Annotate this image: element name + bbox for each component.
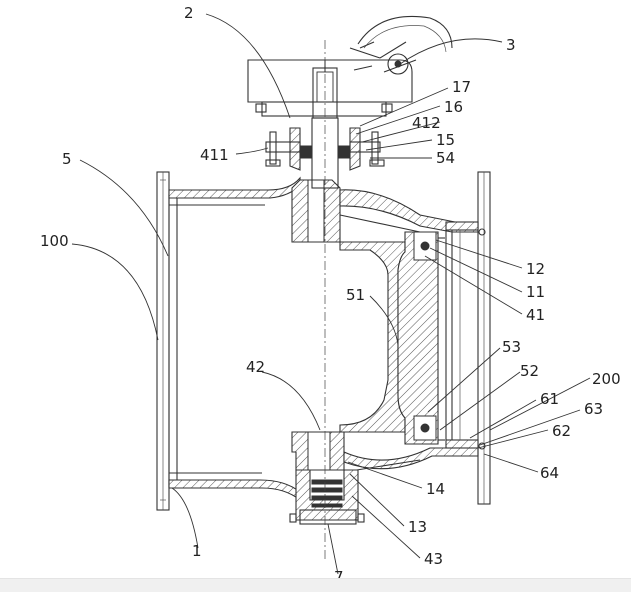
label-2: 2 xyxy=(184,4,194,22)
label-1: 1 xyxy=(192,542,202,560)
label-13: 13 xyxy=(408,518,427,536)
label-412: 412 xyxy=(412,114,441,132)
label-7: 7 xyxy=(334,568,344,586)
label-41: 41 xyxy=(526,306,545,324)
label-17: 17 xyxy=(452,78,471,96)
gearbox-top xyxy=(247,59,413,117)
label-5: 5 xyxy=(62,150,72,168)
handwheel-indicator xyxy=(349,15,453,75)
seat-assembly xyxy=(413,231,445,441)
lower-bearing-springs xyxy=(311,479,343,508)
right-flange xyxy=(445,171,491,505)
label-411: 411 xyxy=(200,146,229,164)
left-flange xyxy=(156,171,178,511)
inlet-pipe-upper-wall xyxy=(168,176,301,206)
valve-body xyxy=(289,179,479,525)
label-16: 16 xyxy=(444,98,463,116)
label-42: 42 xyxy=(246,358,265,376)
label-52: 52 xyxy=(520,362,539,380)
label-11: 11 xyxy=(526,283,545,301)
label-200: 200 xyxy=(592,370,621,388)
label-54: 54 xyxy=(436,149,455,167)
valve-plug xyxy=(339,231,439,445)
label-12: 12 xyxy=(526,260,545,278)
label-53: 53 xyxy=(502,338,521,356)
bottom-strip xyxy=(0,578,631,592)
label-15: 15 xyxy=(436,131,455,149)
label-14: 14 xyxy=(426,480,445,498)
reference-labels: 2 3 17 16 412 15 411 54 5 100 12 11 41 5… xyxy=(40,4,621,586)
label-63: 63 xyxy=(584,400,603,418)
leader-lines xyxy=(71,13,591,575)
gland-packing xyxy=(265,127,385,171)
label-64: 64 xyxy=(540,464,559,482)
label-51: 51 xyxy=(346,286,365,304)
inlet-pipe-lower-wall xyxy=(168,472,301,502)
label-62: 62 xyxy=(552,422,571,440)
label-61: 61 xyxy=(540,390,559,408)
label-100: 100 xyxy=(40,232,69,250)
label-3: 3 xyxy=(506,36,516,54)
label-43: 43 xyxy=(424,550,443,568)
